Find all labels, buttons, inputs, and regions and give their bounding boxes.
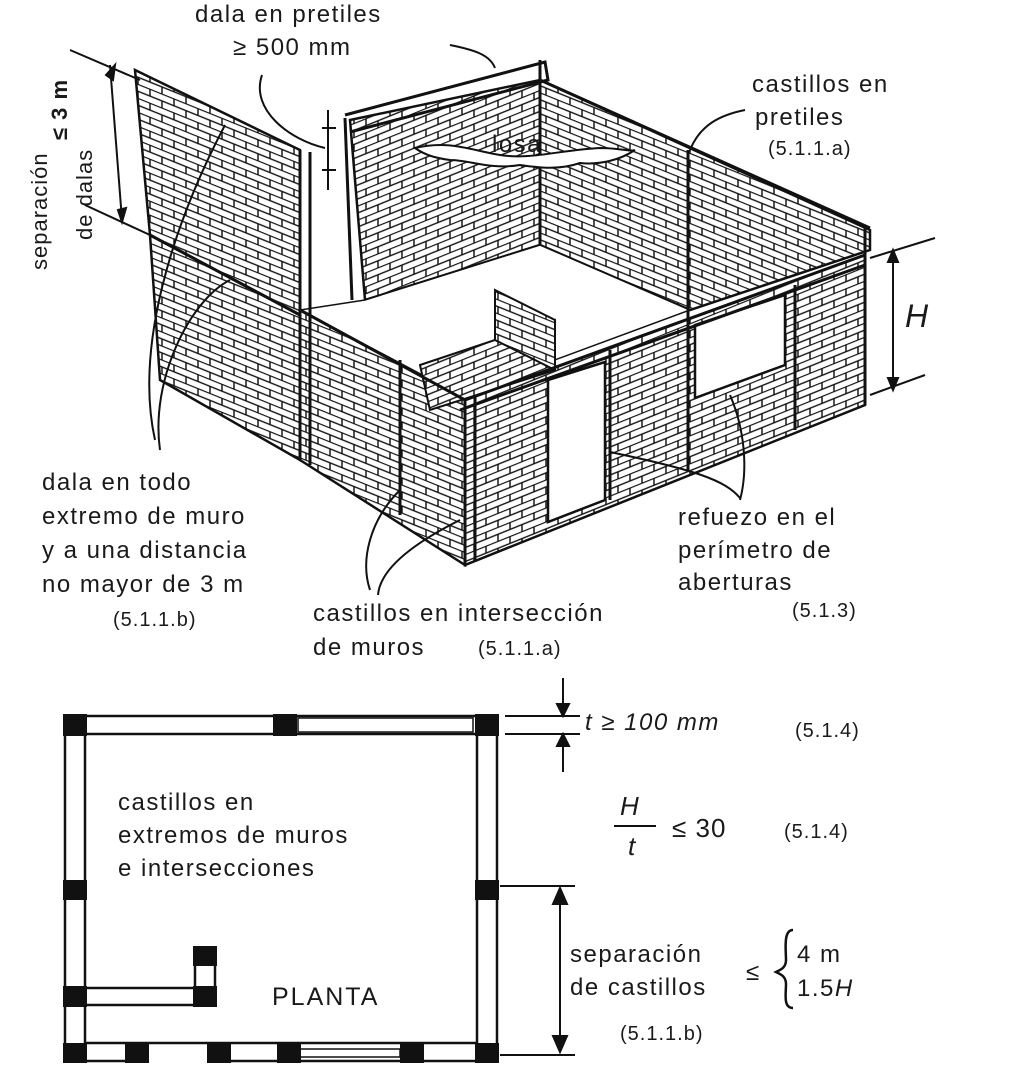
de-dalas-label: de dalas bbox=[72, 149, 97, 240]
dala-extremo-label-4: no mayor de 3 m bbox=[42, 571, 245, 598]
refuerzo-label-1: refuezo en el bbox=[678, 504, 836, 531]
thickness-rule: t ≥ 100 mm bbox=[585, 709, 720, 736]
height-label: H bbox=[905, 298, 929, 334]
plan-door-gap bbox=[148, 1045, 208, 1063]
plan-window bbox=[299, 1048, 401, 1058]
castillos-inter-ref: (5.1.1.a) bbox=[478, 638, 561, 660]
castillos-inter-label-1: castillos en intersección bbox=[313, 600, 604, 627]
dala-extremo-label-2: extremo de muro bbox=[42, 503, 246, 530]
interior-wall-return bbox=[494, 288, 556, 372]
sep-option-1: 4 m bbox=[797, 941, 842, 968]
ratio-rule: ≤ 30 bbox=[672, 813, 726, 843]
sep-castillos-label-1: separación bbox=[570, 941, 702, 968]
dala-extremo-ref: (5.1.1.b) bbox=[113, 609, 196, 631]
dala-spacing-labels: separación ≤ 3 m de dalas bbox=[27, 79, 97, 270]
dala-extremo-label-3: y a una distancia bbox=[42, 537, 248, 564]
ratio-numerator: H bbox=[620, 791, 639, 821]
isometric-view: losa bbox=[69, 44, 936, 596]
bond-beams bbox=[149, 60, 871, 412]
dala-spacing-dimension bbox=[69, 49, 336, 236]
leader-lines bbox=[148, 44, 746, 596]
dala-pretiles-label-2: ≥ 500 mm bbox=[233, 34, 352, 61]
castillos-pretiles-label-1: castillos en bbox=[752, 71, 889, 98]
ratio-denominator: t bbox=[628, 831, 637, 861]
plan-text-3: e intersecciones bbox=[118, 855, 315, 882]
planta-label: PLANTA bbox=[272, 983, 379, 1011]
thickness-ref: (5.1.4) bbox=[795, 720, 860, 742]
sep-castillos-label-2: de castillos bbox=[570, 974, 707, 1001]
slab-outline bbox=[412, 144, 636, 169]
slab-label: losa bbox=[492, 131, 542, 158]
dala-pretiles-label-1: dala en pretiles bbox=[195, 1, 382, 28]
refuerzo-ref: (5.1.3) bbox=[792, 600, 857, 622]
column-spacing-dimension bbox=[500, 885, 794, 1056]
door-opening bbox=[546, 360, 607, 524]
thickness-dimension bbox=[505, 678, 580, 772]
plan-view bbox=[63, 678, 794, 1063]
plan-columns bbox=[63, 714, 499, 1063]
separacion-label: separación bbox=[27, 152, 52, 270]
columns bbox=[298, 60, 867, 565]
height-dimension bbox=[869, 237, 936, 396]
plan-window-top bbox=[297, 717, 474, 733]
dala-extremo-label-1: dala en todo bbox=[42, 469, 192, 496]
refuerzo-label-3: aberturas bbox=[678, 569, 793, 596]
sep-le-symbol: ≤ bbox=[746, 959, 759, 986]
sep-option-2: 1.5H bbox=[797, 975, 854, 1002]
plan-text-1: castillos en bbox=[118, 789, 255, 816]
castillos-pretiles-label-2: pretiles bbox=[755, 104, 844, 131]
castillos-pretiles-ref: (5.1.1.a) bbox=[768, 138, 851, 160]
ratio-ref: (5.1.4) bbox=[784, 821, 849, 843]
refuerzo-label-2: perímetro de bbox=[678, 537, 832, 564]
plan-text-2: extremos de muros bbox=[118, 822, 349, 849]
separacion-symbol: ≤ 3 m bbox=[47, 79, 72, 140]
castillos-inter-label-2: de muros bbox=[313, 634, 425, 661]
sep-castillos-ref: (5.1.1.b) bbox=[620, 1023, 703, 1045]
